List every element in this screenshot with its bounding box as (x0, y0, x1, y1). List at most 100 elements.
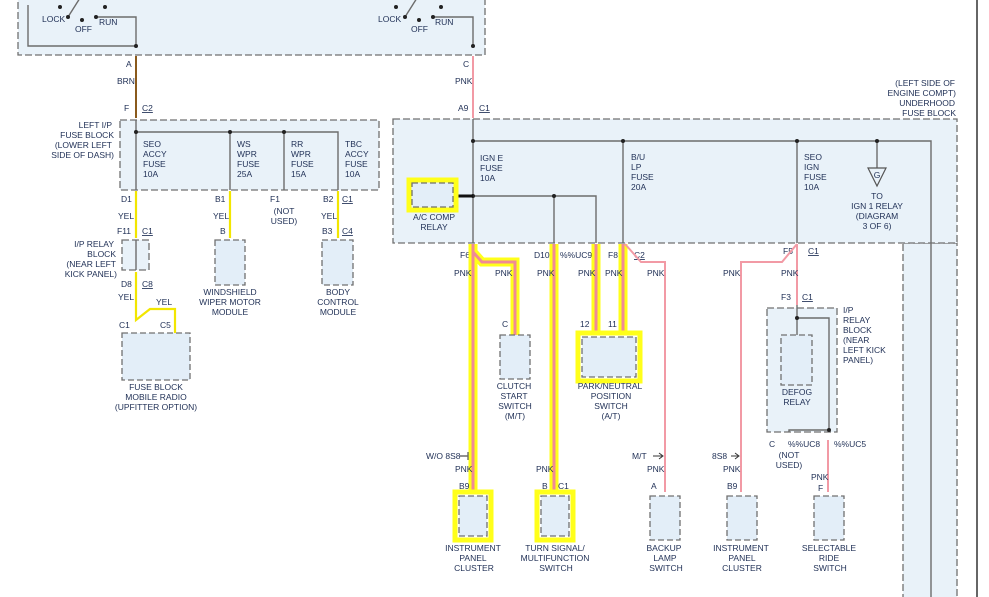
fuse-tbc-accy: TBC ACCY FUSE 10A (345, 139, 369, 179)
instrument-panel-cluster-2: INSTRUMENT PANEL CLUSTER (713, 495, 769, 573)
pin-label: A (126, 59, 132, 69)
reference-label: TO (871, 191, 883, 201)
run-label: RUN (435, 17, 453, 27)
connector-label: C1 (808, 246, 819, 256)
block-label: (LEFT SIDE OF (895, 78, 955, 88)
fuse-label: FUSE (345, 159, 368, 169)
wire-color-label: PNK (723, 268, 741, 278)
component-label: (UPFITTER OPTION) (115, 402, 197, 412)
component-label: WINDSHIELD (203, 287, 256, 297)
pin-label: F6 (460, 250, 470, 260)
component-label: MODULE (320, 307, 357, 317)
left-ip-fuse-block: LEFT I/P FUSE BLOCK (LOWER LEFT SIDE OF … (51, 119, 380, 191)
fuse-label: RR (291, 139, 303, 149)
clutch-start-switch: CLUTCH START SWITCH (M/T) (497, 334, 532, 421)
component-label: (A/T) (602, 411, 621, 421)
pin-label: D8 (121, 279, 132, 289)
ground-reference-icon (867, 167, 887, 188)
pin-label: B (542, 481, 548, 491)
block-label: I/P (843, 305, 854, 315)
turn-signal-multifunction-switch: TURN SIGNAL/ MULTIFUNCTION SWITCH (521, 489, 589, 573)
connector-label: C1 (802, 292, 813, 302)
wire-color-label: PNK (723, 464, 741, 474)
pin-label: C (463, 59, 469, 69)
component-label: BODY (326, 287, 350, 297)
component-label: SWITCH (498, 401, 532, 411)
pin-label: A9 (458, 103, 469, 113)
pin-label: C1 (119, 320, 130, 330)
component-label: MOBILE RADIO (125, 392, 187, 402)
component-label: SWITCH (594, 401, 628, 411)
not-used-label: USED) (271, 216, 298, 226)
wire-color-label: PNK (811, 472, 829, 482)
reference-label: 3 OF 6) (863, 221, 892, 231)
component-label: (M/T) (505, 411, 525, 421)
underhood-fuse-block: IGN E FUSE 10A A/C COMP RELAY B/U LP FUS… (392, 118, 958, 597)
instrument-panel-cluster: INSTRUMENT PANEL CLUSTER (445, 489, 501, 573)
pin-label: C (769, 439, 775, 449)
fuse-label: 20A (631, 182, 646, 192)
component-label: INSTRUMENT (713, 543, 769, 553)
fuse-label: LP (631, 162, 642, 172)
component-label: WIPER MOTOR (199, 297, 261, 307)
block-label: (NEAR LEFT (66, 259, 116, 269)
lock-label: LOCK (378, 14, 401, 24)
wire-color-label: PNK (536, 464, 554, 474)
not-used-label: (NOT (779, 450, 800, 460)
off-label: OFF (411, 24, 428, 34)
component-label: PARK/NEUTRAL (578, 381, 643, 391)
fuse-label: SEO (143, 139, 161, 149)
fuse-label: FUSE (143, 159, 166, 169)
wire-color-label: PNK (647, 464, 665, 474)
pin-label: F (124, 103, 129, 113)
component-label: CLUSTER (722, 563, 762, 573)
component-label: RELAY (783, 397, 811, 407)
fuse-ws-wpr: WS WPR FUSE 25A (237, 139, 260, 179)
connector-label: C1 (558, 481, 569, 491)
fuse-label: 25A (237, 169, 252, 179)
fuse-label: SEO (804, 152, 822, 162)
component-label: LAMP (653, 553, 676, 563)
fuse-block-mobile-radio: FUSE BLOCK MOBILE RADIO (UPFITTER OPTION… (115, 332, 197, 412)
fuse-label: FUSE (631, 172, 654, 182)
fuse-label: WPR (291, 149, 311, 159)
block-label: I/P RELAY (74, 239, 114, 249)
component-label: SELECTABLE (802, 543, 857, 553)
component-label: RELAY (420, 222, 448, 232)
wire-color-label: PNK (537, 268, 555, 278)
park-neutral-position-switch: PARK/NEUTRAL POSITION SWITCH (A/T) (575, 330, 643, 421)
pnk-wire-ipc (740, 243, 798, 492)
fuse-label: IGN (804, 162, 819, 172)
pin-label: F1 (270, 194, 280, 204)
block-label: PANEL) (843, 355, 873, 365)
wire-color-label: PNK (495, 268, 513, 278)
pin-label: 11 (608, 319, 617, 329)
wire-color-label: PNK (605, 268, 623, 278)
windshield-wiper-motor-module: WINDSHIELD WIPER MOTOR MODULE (199, 239, 261, 317)
pin-label: D1 (121, 194, 132, 204)
not-used-label: (NOT (274, 206, 295, 216)
pin-label: F8 (608, 250, 618, 260)
option-label: W/O 8S8 (426, 451, 461, 461)
component-label: CLUSTER (454, 563, 494, 573)
component-label: PANEL (728, 553, 756, 563)
block-label: (NEAR (843, 335, 869, 345)
selectable-ride-switch: SELECTABLE RIDE SWITCH (802, 495, 857, 573)
wire-color-label: PNK (781, 268, 799, 278)
connector-label: C4 (342, 226, 353, 236)
component-label: PANEL (459, 553, 487, 563)
pin-label: F (818, 483, 823, 493)
connector-label: C2 (142, 103, 153, 113)
off-label: OFF (75, 24, 92, 34)
lock-label: LOCK (42, 14, 65, 24)
ip-relay-block-right: DEFOG RELAY I/P RELAY BLOCK (NEAR LEFT K… (766, 305, 886, 433)
pin-label: F11 (117, 226, 131, 236)
component-label: MODULE (212, 307, 249, 317)
connector-label: C1 (479, 103, 490, 113)
option-label: M/T (632, 451, 647, 461)
pin-label: %%UC9 (560, 250, 592, 260)
component-label: SWITCH (813, 563, 847, 573)
fuse-label: WS (237, 139, 251, 149)
component-label: INSTRUMENT (445, 543, 501, 553)
